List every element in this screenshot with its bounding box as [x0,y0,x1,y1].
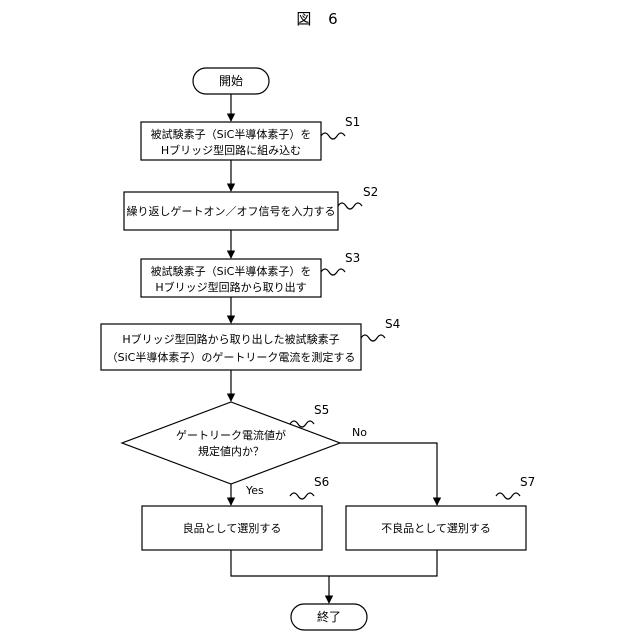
step-label-s5: S5 [314,403,329,417]
step-label-s7: S7 [520,475,535,489]
step-s1-line2: Hブリッジ型回路に組み込む [161,143,301,157]
label-leader-s4 [361,335,385,341]
step-s3-line1: 被試験素子（SiC半導体素子）を [151,264,312,278]
branch-no-label: No [352,426,367,439]
start-label: 開始 [219,74,243,88]
decision-s5-diamond [122,402,340,484]
step-s6-line1: 良品として選別する [183,521,282,535]
step-s3-line2: Hブリッジ型回路から取り出す [155,280,306,294]
connector-merge [231,550,437,576]
label-leader-s2 [338,203,362,209]
step-s4-line2: （SiC半導体素子）のゲートリーク電流を測定する [107,350,356,364]
label-leader-s7 [496,493,520,499]
decision-s5-line2: 規定値内か？ [198,444,264,458]
step-label-s2: S2 [363,185,378,199]
step-label-s4: S4 [385,317,400,331]
label-leader-s3 [321,269,345,275]
step-label-s3: S3 [345,251,360,265]
step-s1-line1: 被試験素子（SiC半導体素子）を [151,127,312,141]
branch-yes-label: Yes [245,484,264,497]
step-label-s1: S1 [345,115,360,129]
end-label: 終了 [317,609,341,624]
label-leader-s1 [321,133,345,139]
connector-no [340,443,437,505]
step-s2-line1: 繰り返しゲートオン／オフ信号を入力する [127,204,336,218]
step-label-s6: S6 [314,475,329,489]
decision-s5-line1: ゲートリーク電流値が [176,428,286,442]
step-s7-line1: 不良品として選別する [381,521,491,535]
label-leader-s6 [290,493,314,499]
step-s4-line1: Hブリッジ型回路から取り出した被試験素子 [122,332,339,346]
